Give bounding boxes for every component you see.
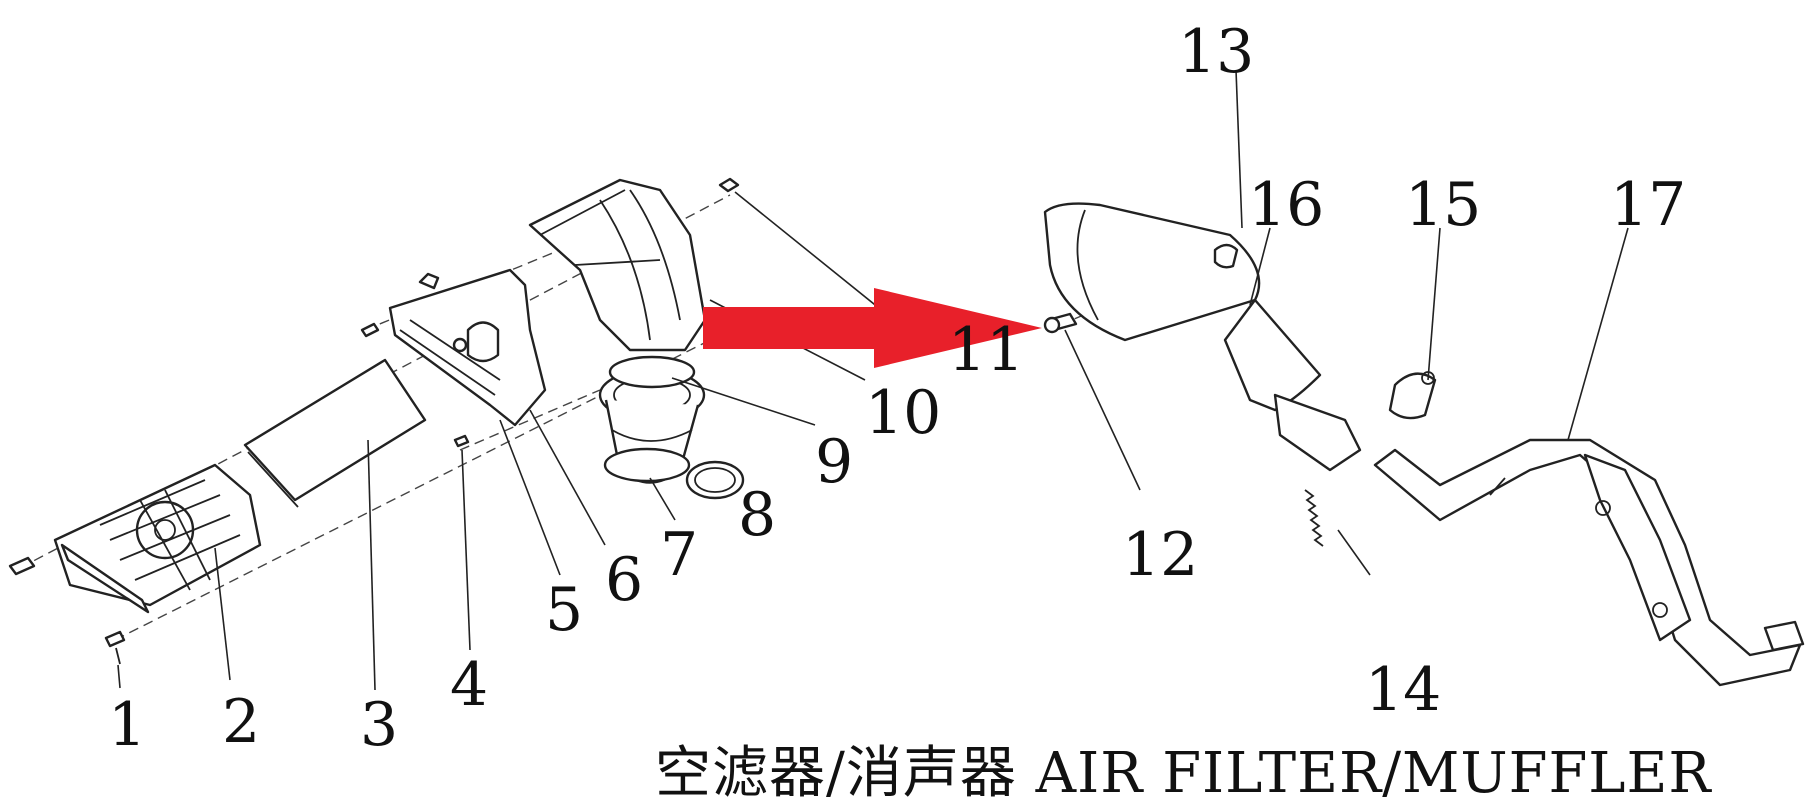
callout-14: 14 — [1365, 655, 1441, 725]
part-12-bolt — [1043, 312, 1078, 334]
callout-13: 13 — [1178, 17, 1254, 87]
part-5-6-filter-housing — [360, 268, 547, 427]
callout-5: 5 — [545, 575, 583, 645]
callout-numbers: 1 2 3 4 5 6 7 8 9 10 11 12 13 14 15 16 1… — [108, 17, 1686, 760]
part-1-screws — [8, 556, 126, 665]
callout-1: 1 — [108, 690, 146, 760]
part-10-air-box — [528, 177, 740, 352]
part-14-spring — [1304, 489, 1324, 547]
part-2-filter-grid — [53, 463, 262, 614]
part-4-screw — [453, 434, 470, 448]
part-3-filter-element — [243, 358, 427, 508]
callout-12: 12 — [1122, 520, 1198, 590]
callout-10: 10 — [865, 378, 941, 448]
part-16-muffler-body — [1043, 202, 1362, 472]
callout-7: 7 — [660, 520, 698, 590]
part-17-header-pipe — [1373, 438, 1805, 687]
callout-9: 9 — [815, 427, 853, 497]
part-9-clamp — [608, 355, 696, 389]
part-15-clamp — [1388, 371, 1437, 420]
callout-15: 15 — [1405, 170, 1481, 240]
callout-2: 2 — [222, 687, 260, 757]
part-7-rubber-tube — [598, 368, 706, 484]
red-arrow-icon — [703, 288, 1042, 368]
part-8-clamp — [685, 460, 745, 500]
callout-16: 16 — [1248, 170, 1324, 240]
callout-8: 8 — [738, 480, 776, 550]
diagram-title: 空滤器/消声器 AIR FILTER/MUFFLER — [655, 741, 1712, 806]
callout-3: 3 — [360, 690, 398, 760]
callout-11: 11 — [948, 315, 1024, 385]
callout-6: 6 — [605, 545, 643, 615]
callout-17: 17 — [1610, 170, 1686, 240]
callout-4: 4 — [450, 650, 488, 720]
